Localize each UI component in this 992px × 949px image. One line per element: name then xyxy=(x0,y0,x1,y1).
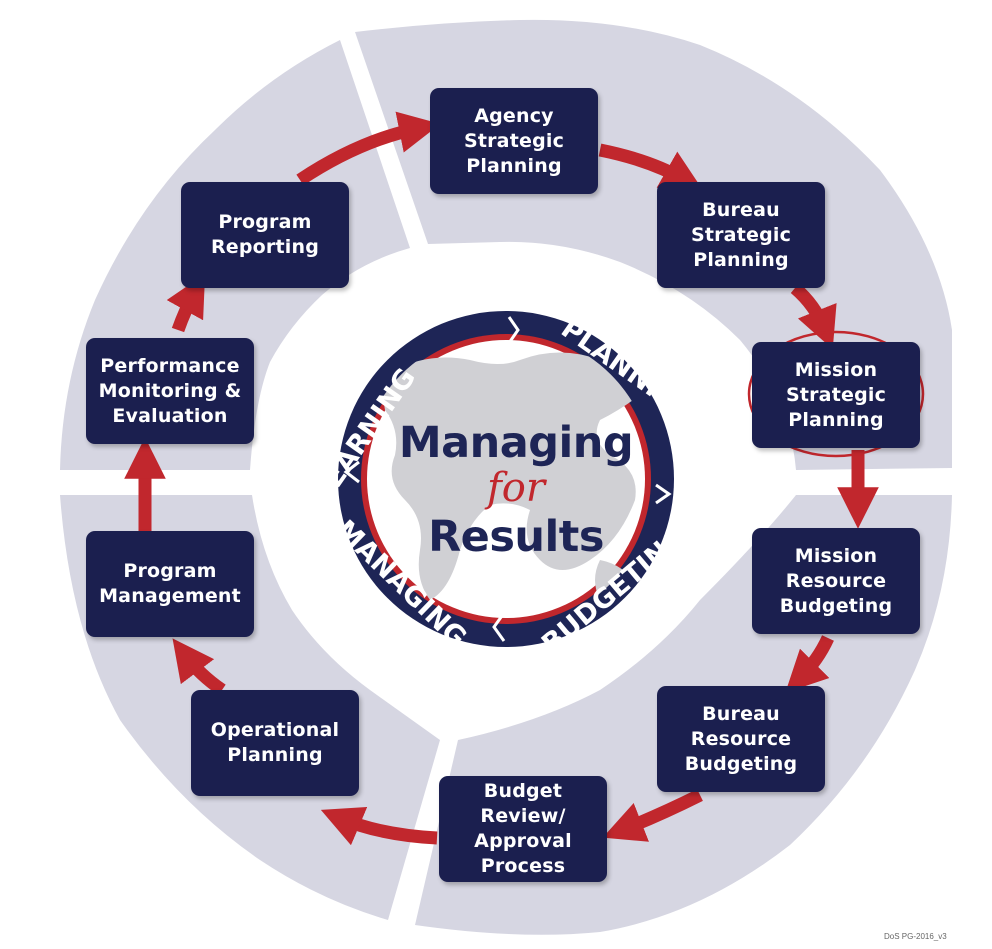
step-mission-resource-budgeting: Mission Resource Budgeting xyxy=(752,528,920,634)
chevron-bottom-icon xyxy=(492,612,506,642)
hub-title-results: Results xyxy=(428,512,604,562)
arrow-mission-resource-to-bureau-resource xyxy=(785,635,834,693)
step-program-management: Program Management xyxy=(86,531,254,637)
hub xyxy=(338,311,674,647)
step-label: Mission Resource Budgeting xyxy=(779,544,893,617)
hub-title-managing: Managing xyxy=(398,418,634,468)
step-mission-strategic-planning: Mission Strategic Planning xyxy=(752,342,920,448)
step-label: Agency Strategic Planning xyxy=(463,104,565,177)
step-label: Bureau Strategic Planning xyxy=(690,198,792,271)
step-label: Bureau Resource Budgeting xyxy=(684,702,798,775)
step-label: Performance Monitoring & Evaluation xyxy=(98,354,242,427)
step-label: Budget Review/ Approval Process xyxy=(474,780,572,877)
step-budget-review-approval-process: Budget Review/ Approval Process xyxy=(439,776,607,882)
step-label: Program Management xyxy=(99,560,241,607)
step-label: Operational Planning xyxy=(210,719,340,766)
arrow-bureau-to-mission-strategic xyxy=(790,283,837,350)
chevron-left-icon xyxy=(343,460,360,484)
arrow-operational-to-program-management xyxy=(172,638,226,696)
hub-title-for: for xyxy=(486,465,545,511)
chevron-top-icon xyxy=(507,316,520,344)
step-performance-monitoring-evaluation: Performance Monitoring & Evaluation xyxy=(86,338,254,444)
step-program-reporting: Program Reporting xyxy=(181,182,349,288)
step-operational-planning: Operational Planning xyxy=(191,690,359,796)
step-label: Program Reporting xyxy=(210,211,320,258)
arrow-reporting-to-agency xyxy=(296,111,441,186)
step-label: Mission Strategic Planning xyxy=(785,358,887,431)
cycle-arrows xyxy=(124,111,879,846)
step-bureau-resource-budgeting: Bureau Resource Budgeting xyxy=(657,686,825,792)
ring-chevrons xyxy=(343,316,672,642)
chevron-right-icon xyxy=(655,483,672,505)
arrow-bureau-resource-to-budget-review xyxy=(602,789,703,842)
arrow-budget-review-to-operational xyxy=(320,806,438,846)
highlight-ellipse xyxy=(747,330,925,458)
arrow-performance-to-program-reporting xyxy=(166,273,206,333)
arrow-agency-to-bureau-strategic xyxy=(598,143,704,191)
step-agency-strategic-planning: Agency Strategic Planning xyxy=(430,88,598,194)
step-bureau-strategic-planning: Bureau Strategic Planning xyxy=(657,182,825,288)
version-tag: DoS PG-2016_v3 xyxy=(884,932,947,941)
